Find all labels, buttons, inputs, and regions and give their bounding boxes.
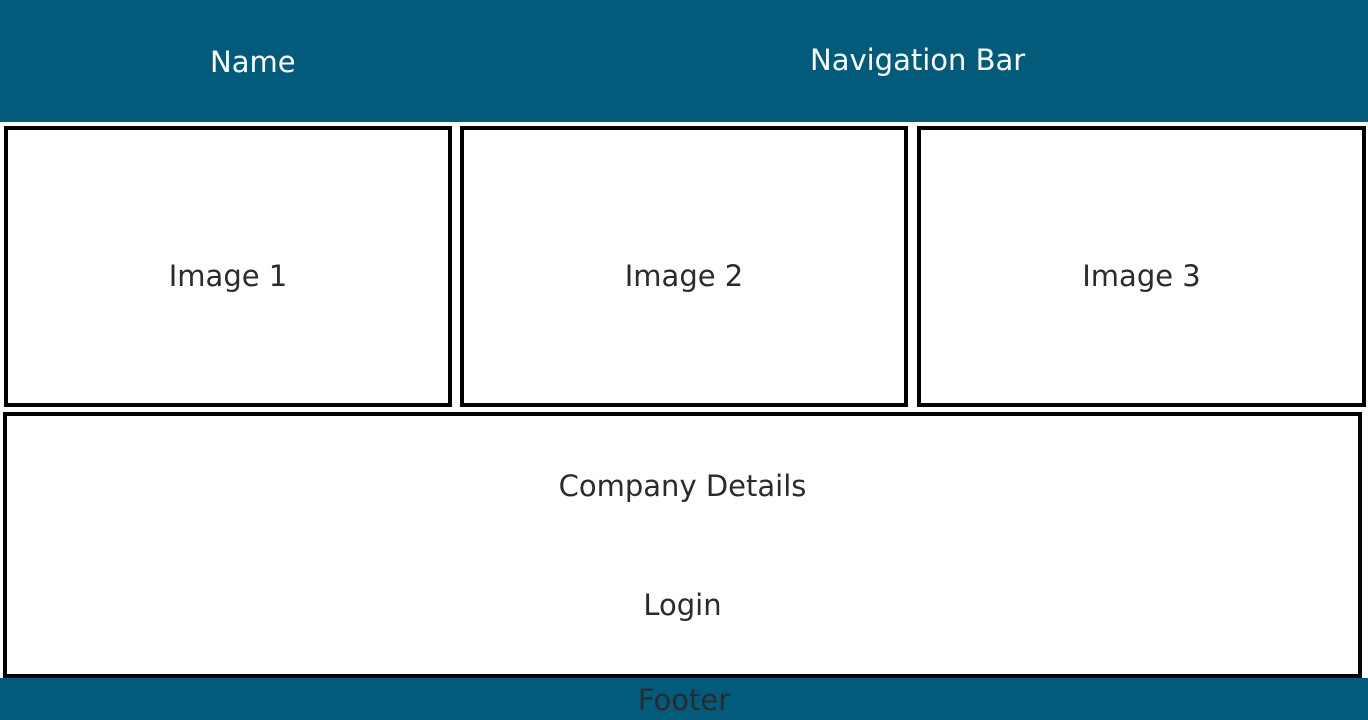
header-bar: Name Navigation Bar <box>0 0 1368 122</box>
image-1-placeholder: Image 1 <box>4 126 452 407</box>
image-2-placeholder: Image 2 <box>460 126 908 407</box>
site-name[interactable]: Name <box>210 45 296 79</box>
footer-bar: Footer <box>0 678 1368 720</box>
image-3-label: Image 3 <box>1082 259 1201 293</box>
image-2-label: Image 2 <box>624 259 744 293</box>
footer-label: Footer <box>637 683 731 717</box>
company-details-label: Company Details <box>558 469 807 503</box>
image-3-placeholder: Image 3 <box>917 126 1366 407</box>
navigation-bar[interactable]: Navigation Bar <box>810 43 1026 77</box>
image-1-label: Image 1 <box>168 259 288 293</box>
company-details-section: Company Details Login <box>3 412 1362 678</box>
login-link[interactable]: Login <box>643 588 722 622</box>
